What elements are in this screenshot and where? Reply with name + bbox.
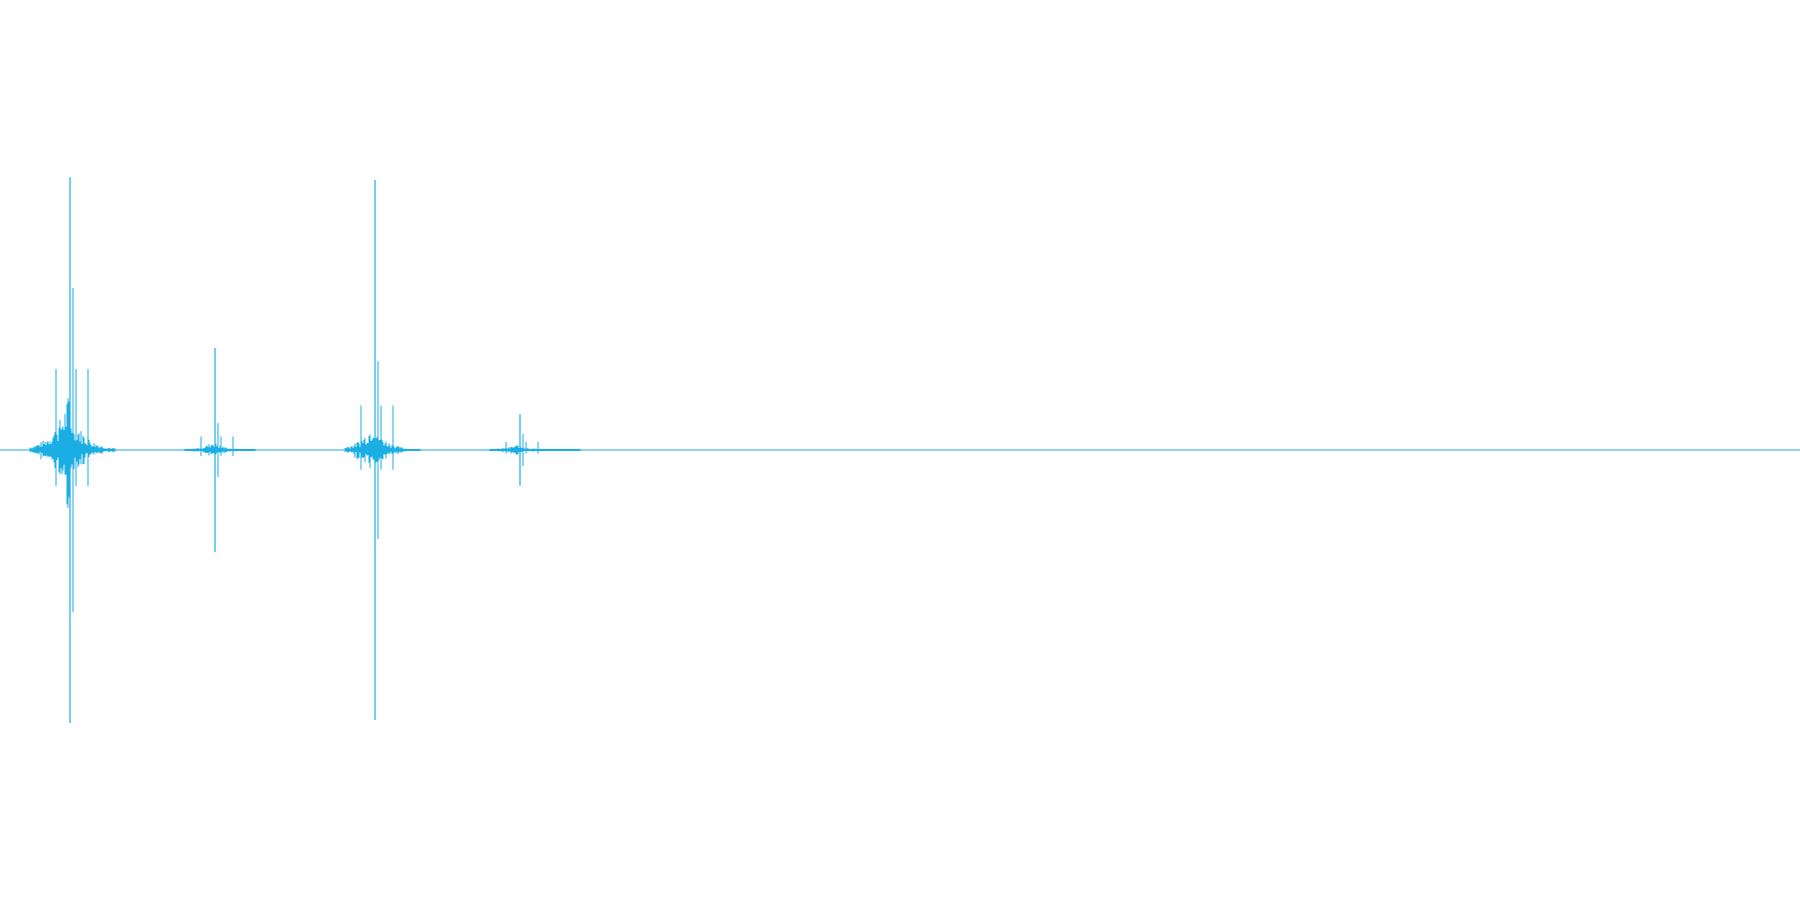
waveform-bursts	[29, 177, 581, 723]
burst-2	[184, 348, 256, 552]
burst-4	[489, 414, 581, 486]
burst-3	[344, 180, 421, 720]
burst-1	[29, 177, 116, 723]
